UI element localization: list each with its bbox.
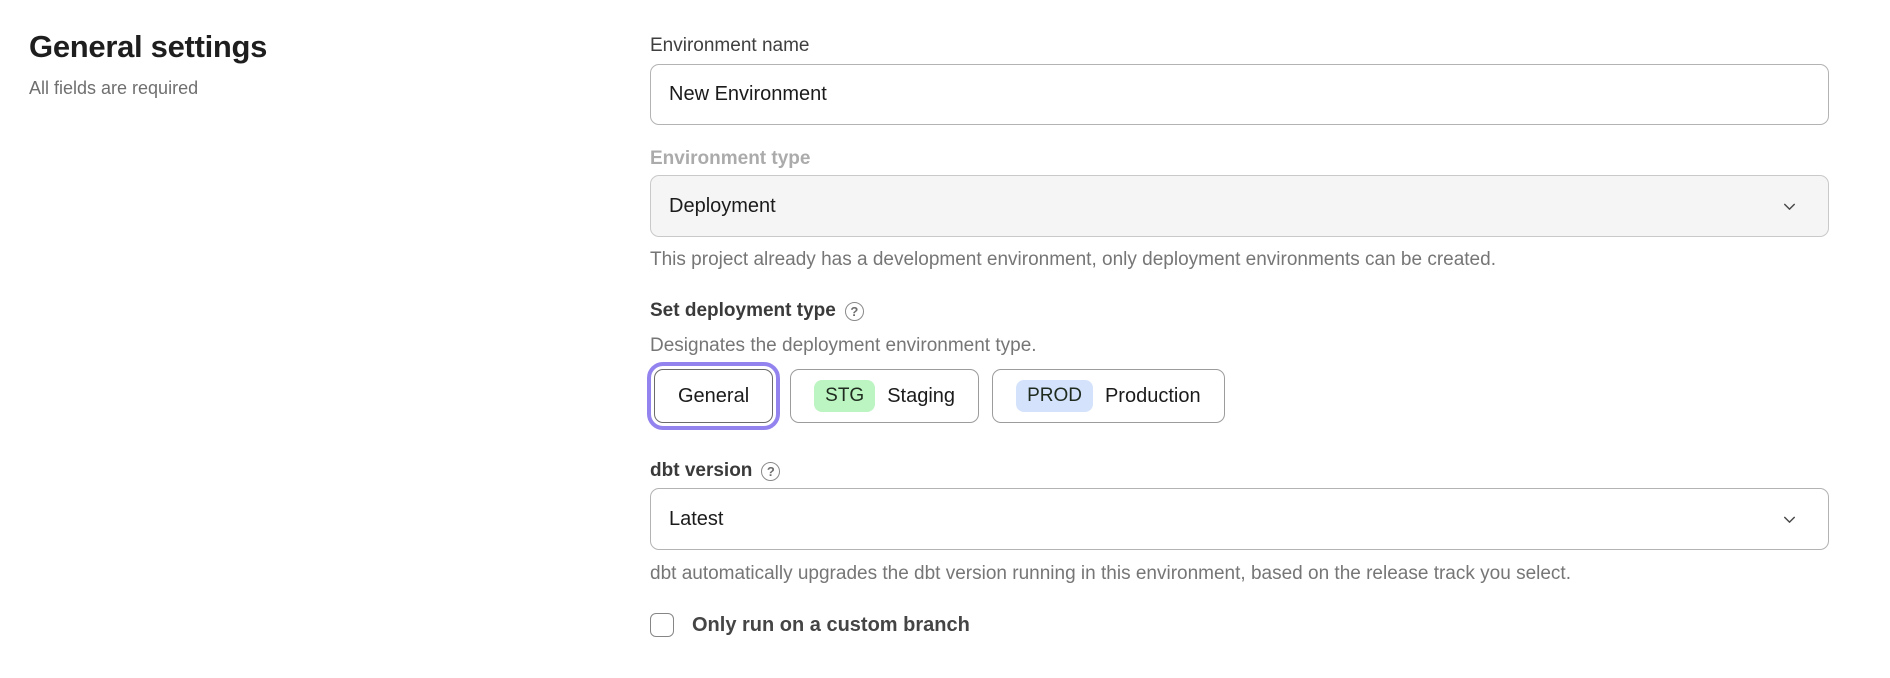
custom-branch-checkbox[interactable] (650, 613, 674, 637)
dbt-version-value: Latest (669, 507, 724, 530)
environment-name-input[interactable] (650, 64, 1829, 125)
settings-form: Environment name Environment type Deploy… (646, 0, 1829, 678)
deployment-type-option-general-label: General (678, 384, 750, 407)
custom-branch-row: Only run on a custom branch (650, 613, 1829, 637)
page-title: General settings (29, 29, 268, 64)
deployment-type-option-production[interactable]: PROD Production (992, 369, 1225, 423)
section-intro: General settings All fields are required (0, 0, 650, 678)
chevron-down-icon (1781, 511, 1798, 528)
deployment-type-option-staging-label: Staging (887, 384, 956, 407)
dbt-version-select[interactable]: Latest (650, 488, 1829, 550)
dbt-version-label: dbt version (650, 460, 753, 481)
deployment-type-option-production-label: Production (1104, 384, 1201, 407)
deployment-type-label-row: Set deployment type ? (650, 301, 1829, 321)
environment-type-label: Environment type (650, 148, 811, 169)
help-icon[interactable]: ? (761, 461, 781, 481)
environment-type-helper: This project already has a development e… (650, 249, 1496, 270)
deployment-type-helper: Designates the deployment environment ty… (650, 335, 1037, 356)
production-badge: PROD (1016, 380, 1093, 412)
environment-name-label: Environment name (650, 35, 810, 56)
deployment-type-option-staging[interactable]: STG Staging (790, 369, 980, 423)
staging-badge: STG (814, 380, 876, 412)
environment-type-value: Deployment (669, 194, 776, 217)
deployment-type-option-general[interactable]: General (646, 362, 781, 430)
help-icon[interactable]: ? (844, 301, 864, 321)
chevron-down-icon (1781, 198, 1798, 215)
dbt-version-helper: dbt automatically upgrades the dbt versi… (650, 563, 1571, 584)
deployment-type-label: Set deployment type (650, 300, 836, 321)
environment-type-select[interactable]: Deployment (650, 175, 1829, 237)
deployment-type-options: General STG Staging PROD Production (646, 362, 1829, 430)
page-subtitle: All fields are required (29, 78, 199, 98)
dbt-version-label-row: dbt version ? (650, 461, 1829, 481)
custom-branch-label: Only run on a custom branch (692, 613, 970, 636)
